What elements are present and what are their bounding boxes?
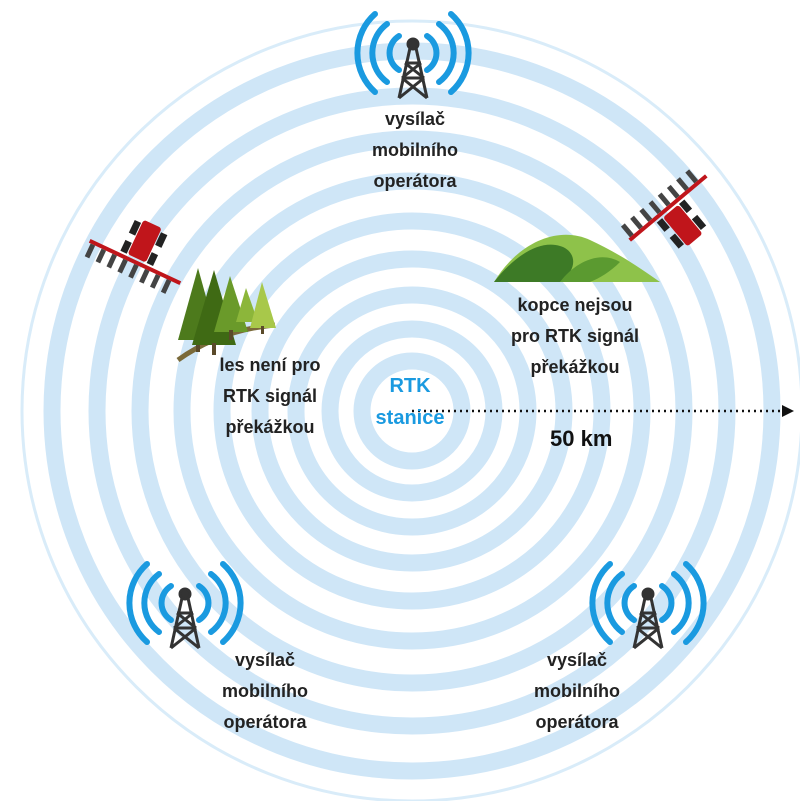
- signal-ring: [321, 320, 503, 502]
- distance-label: 50 km: [550, 426, 613, 451]
- hill-note-line: pro RTK signál: [510, 326, 639, 346]
- hill-icon: [494, 234, 660, 282]
- tower-label-line: operátora: [535, 712, 619, 732]
- rtk-station-line1: RTK: [389, 375, 431, 397]
- ring-outline: [20, 19, 800, 801]
- rtk-station-label: RTK stanice: [345, 370, 475, 434]
- tower-label-bottom-left: vysílač mobilního operátora: [190, 645, 340, 738]
- rtk-station-line2: stanice: [375, 407, 445, 429]
- distance-arrow: [412, 405, 794, 417]
- tower-label-line: mobilního: [222, 681, 308, 701]
- forest-note: les není pro RTK signál překážkou: [195, 350, 345, 443]
- forest-note-line: les není pro: [219, 355, 321, 375]
- tractor-icon: [84, 219, 182, 294]
- tower-label-top: vysílač mobilního operátora: [340, 104, 490, 197]
- tower-label-line: vysílač: [384, 109, 446, 129]
- hill-note: kopce nejsou pro RTK signál překážkou: [490, 290, 660, 383]
- forest-note-line: překážkou: [225, 417, 315, 437]
- tower-label-line: mobilního: [372, 140, 458, 160]
- tower-label-line: vysílač: [546, 650, 608, 670]
- signal-ring: [213, 212, 611, 610]
- tower-label-line: vysílač: [234, 650, 296, 670]
- tower-label-line: operátora: [223, 712, 307, 732]
- forest-note-line: RTK signál: [222, 386, 317, 406]
- forest-icon: [176, 268, 276, 363]
- tower-label-line: mobilního: [534, 681, 620, 701]
- tower-label-bottom-right: vysílač mobilního operátora: [502, 645, 652, 738]
- tractor-icon: [620, 169, 708, 249]
- hill-note-line: kopce nejsou: [517, 295, 633, 315]
- hill-note-line: překážkou: [530, 357, 620, 377]
- tower-label-line: operátora: [373, 171, 457, 191]
- signal-ring: [88, 87, 736, 735]
